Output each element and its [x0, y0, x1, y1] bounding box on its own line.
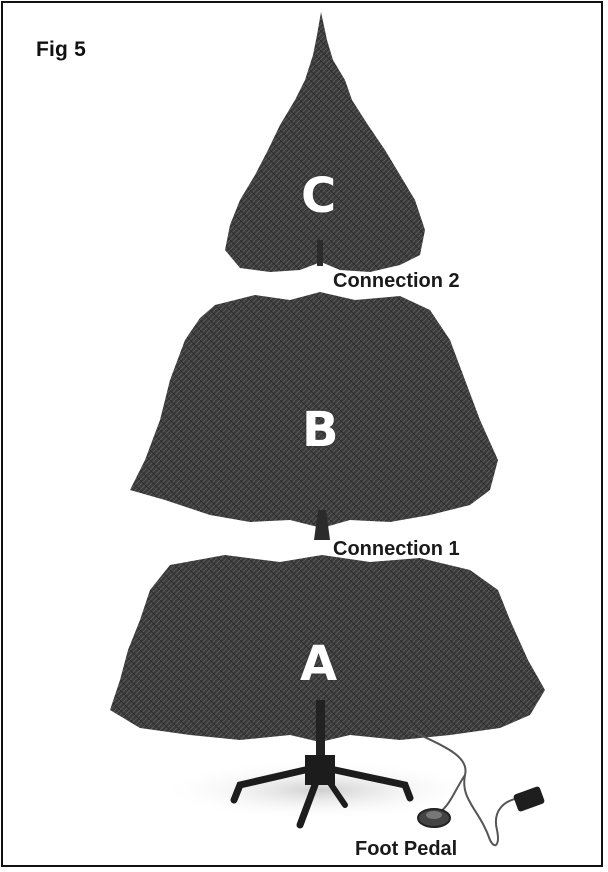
tree-section-b [130, 292, 498, 540]
section-a-pole [316, 700, 325, 780]
figure-label: Fig 5 [36, 38, 87, 61]
power-adapter-icon [513, 786, 545, 812]
tree-stand [230, 755, 414, 829]
section-c-pole [317, 240, 323, 266]
floor-shadow [160, 760, 480, 820]
section-letter-a: A [300, 636, 338, 692]
section-letter-b: B [302, 402, 339, 458]
callout-connection-1: Connection 1 [333, 538, 460, 560]
section-b-pole [314, 510, 330, 540]
callout-foot-pedal: Foot Pedal [355, 838, 458, 860]
tree-section-c [225, 12, 425, 272]
callout-connection-2: Connection 2 [333, 270, 460, 292]
foot-pedal-icon [417, 808, 451, 828]
section-letter-c: C [301, 168, 337, 224]
tree-section-a [110, 555, 545, 780]
